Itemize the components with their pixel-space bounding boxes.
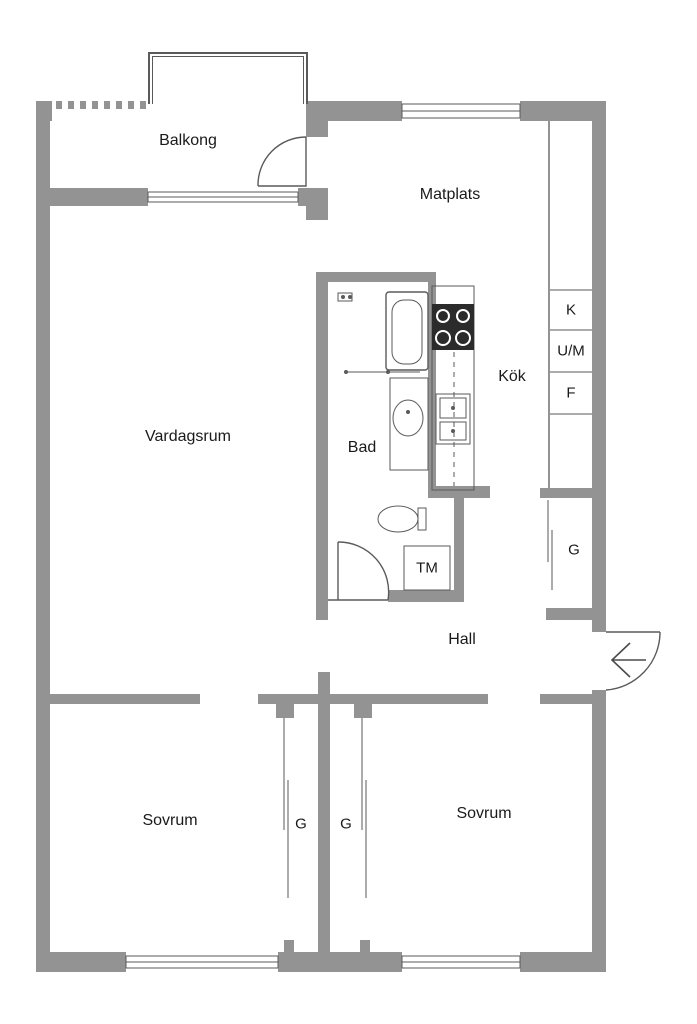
room-label-bedroom-1: Sovrum [142, 812, 198, 829]
room-label-bathroom: Bad [347, 439, 377, 456]
fixture-label-fridge: K [565, 301, 577, 319]
room-label-bedroom-2: Sovrum [456, 805, 512, 822]
fixture-label-wardrobe-bedroom-1: G [295, 815, 307, 833]
fixture-label-freezer: F [566, 384, 576, 402]
room-label-dining: Matplats [419, 186, 481, 203]
walls [36, 101, 606, 972]
bathroom-fixtures [337, 291, 451, 591]
fixture-label-wardrobe-bedroom-2: G [340, 815, 352, 833]
fixture-label-wardrobe-hall: G [568, 541, 580, 559]
fixture-label-microwave-oven: U/M [557, 342, 585, 360]
fixture-label-washing-machine: TM [416, 559, 438, 577]
room-label-hall: Hall [448, 631, 476, 648]
balcony-railing [56, 52, 308, 109]
wardrobe-doors [283, 500, 553, 898]
room-label-kitchen: Kök [498, 368, 526, 385]
doors [257, 136, 390, 601]
windows [125, 103, 521, 969]
arrow-left-icon [610, 642, 646, 678]
entrance-door [605, 631, 661, 691]
room-label-balcony: Balkong [159, 132, 217, 149]
kitchen-tall-units [550, 289, 592, 415]
room-label-living-room: Vardagsrum [145, 428, 231, 445]
kitchen-counter [431, 285, 475, 491]
